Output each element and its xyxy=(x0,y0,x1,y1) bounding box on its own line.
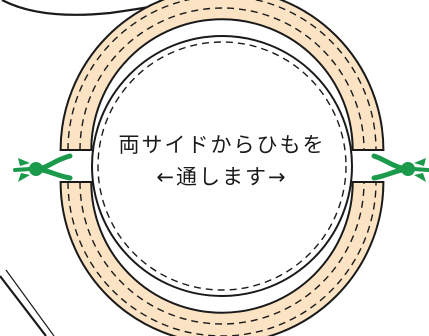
stitch-mid-top xyxy=(79,7,365,151)
instruction-line-1: 両サイドからひもを xyxy=(119,133,326,157)
stitch-mid-bottom xyxy=(79,181,365,325)
inner-stitch xyxy=(97,41,347,291)
instruction-line-2: ←通します→ xyxy=(156,165,287,189)
ring-segment-bottom xyxy=(59,181,385,336)
green-cord-knot-icon xyxy=(13,153,73,182)
strap-line-inner xyxy=(5,269,55,336)
inner-circle xyxy=(91,35,353,297)
fabric-ring xyxy=(59,0,385,336)
strap-line xyxy=(0,275,47,336)
stitch-outer-top xyxy=(67,0,377,151)
green-cord-knot-icon xyxy=(371,153,429,182)
ring-segment-top xyxy=(59,0,385,151)
